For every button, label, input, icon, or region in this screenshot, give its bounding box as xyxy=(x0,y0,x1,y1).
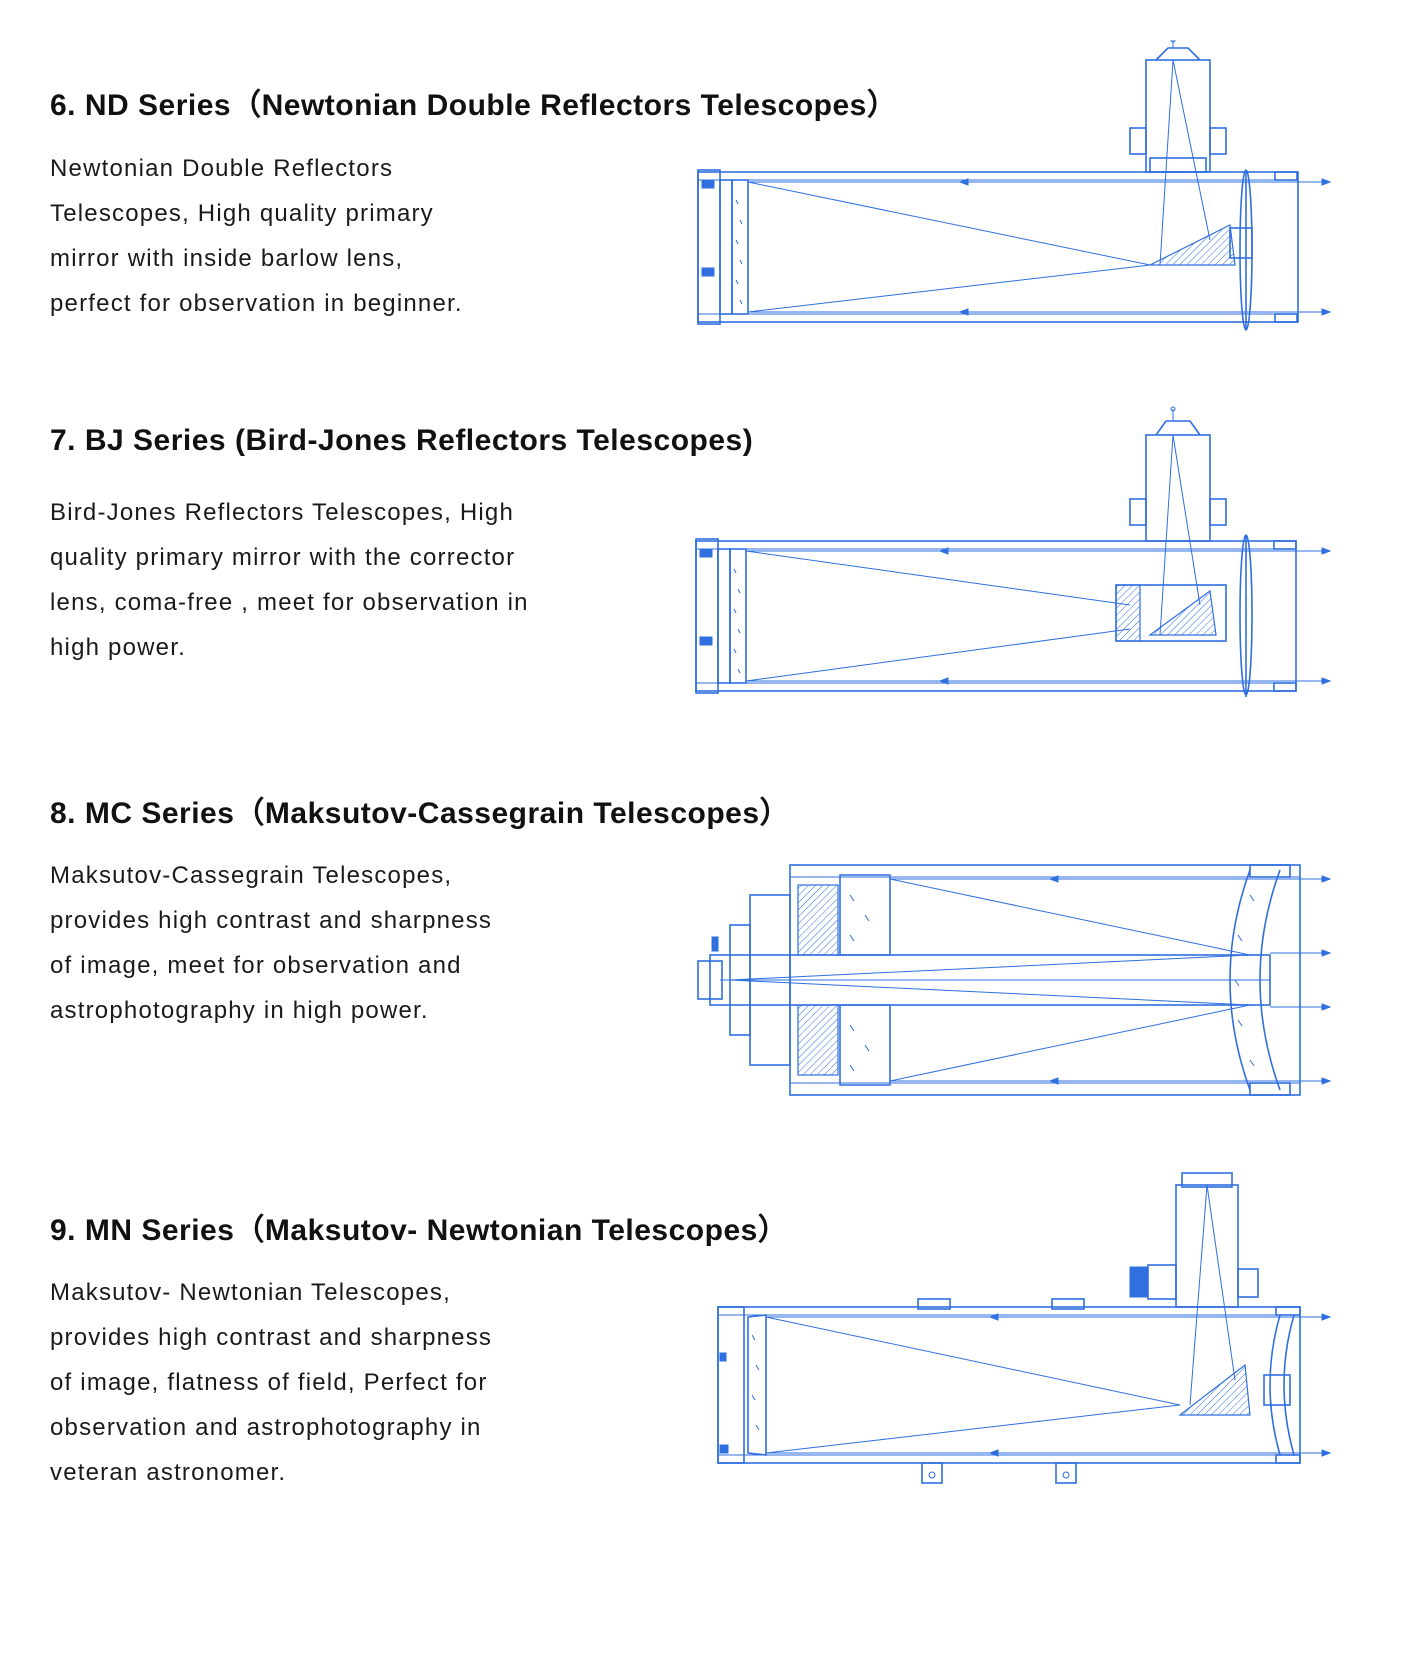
bj-desc-line-1: Bird-Jones Reflectors Telescopes, High xyxy=(50,499,515,526)
mc-telescope-diagram xyxy=(697,864,1332,1096)
mc-desc-line-4: astrophotography in high power. xyxy=(50,997,429,1024)
bj-series-description: Bird-Jones Reflectors Telescopes, High q… xyxy=(50,490,529,670)
nd-series-description: Newtonian Double Reflectors Telescopes, … xyxy=(50,146,463,326)
nd-series-title: 6. ND Series（Newtonian Double Reflectors… xyxy=(50,89,898,122)
mc-desc-line-3: of image, meet for observation and xyxy=(50,952,462,979)
mc-series-description: Maksutov-Cassegrain Telescopes, provides… xyxy=(50,853,492,1033)
mn-telescope-diagram xyxy=(717,1172,1332,1484)
nd-desc-line-2: Telescopes, High quality primary xyxy=(50,200,434,227)
bj-series-title: 7. BJ Series (Bird-Jones Reflectors Tele… xyxy=(50,424,754,457)
nd-desc-line-1: Newtonian Double Reflectors xyxy=(50,155,394,182)
mn-desc-line-4: observation and astrophotography in xyxy=(50,1414,482,1441)
bj-desc-line-4: high power. xyxy=(50,634,186,661)
mn-series-description: Maksutov- Newtonian Telescopes, provides… xyxy=(50,1270,492,1495)
mn-desc-line-5: veteran astronomer. xyxy=(50,1459,287,1486)
bj-desc-line-2: quality primary mirror with the correcto… xyxy=(50,544,516,571)
nd-desc-line-4: perfect for observation in beginner. xyxy=(50,290,463,317)
nd-telescope-diagram xyxy=(697,40,1332,331)
mn-desc-line-1: Maksutov- Newtonian Telescopes, xyxy=(50,1279,451,1306)
mn-desc-line-2: provides high contrast and sharpness xyxy=(50,1324,493,1351)
bj-telescope-diagram xyxy=(695,406,1332,697)
mc-series-title: 8. MC Series（Maksutov-Cassegrain Telesco… xyxy=(50,797,791,830)
mn-series-title: 9. MN Series（Maksutov- Newtonian Telesco… xyxy=(50,1214,789,1247)
mn-desc-line-3: of image, flatness of field, Perfect for xyxy=(50,1369,488,1396)
mc-desc-line-1: Maksutov-Cassegrain Telescopes, xyxy=(50,862,453,889)
bj-desc-line-3: lens, coma-free , meet for observation i… xyxy=(50,589,529,616)
mc-desc-line-2: provides high contrast and sharpness xyxy=(50,907,493,934)
nd-desc-line-3: mirror with inside barlow lens, xyxy=(50,245,404,272)
